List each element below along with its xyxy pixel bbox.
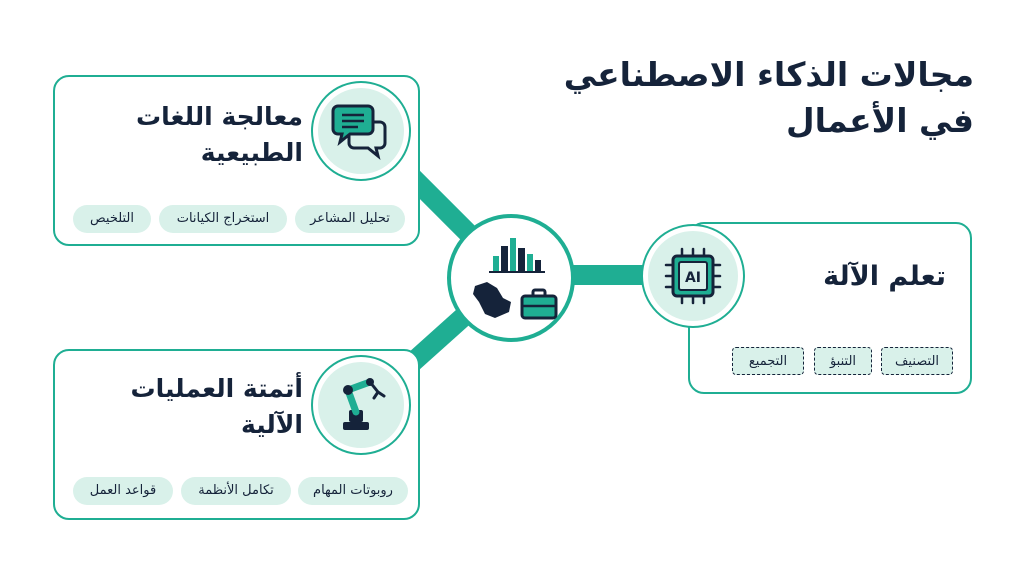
rpa-title-line1: أتمتة العمليات <box>130 374 303 403</box>
center-hub <box>447 214 575 342</box>
rpa-title: أتمتة العمليات الآلية <box>130 371 303 443</box>
page-title-line1: مجالات الذكاء الاصطناعي <box>563 55 974 94</box>
rpa-title-line2: الآلية <box>241 410 303 439</box>
nlp-title: معالجة اللغات الطبيعية <box>136 99 303 171</box>
ml-tag-prediction: التنبؤ <box>814 347 872 375</box>
briefcase-icon <box>520 288 558 320</box>
nlp-title-line1: معالجة اللغات <box>135 102 303 131</box>
page-title: مجالات الذكاء الاصطناعي في الأعمال <box>554 52 974 144</box>
ai-chip-label: AI <box>685 270 701 286</box>
ml-title: تعلم الآلة <box>823 261 946 292</box>
ml-tag-clustering: التجميع <box>732 347 804 375</box>
nlp-icon-circle <box>313 83 409 179</box>
page-title-line2: في الأعمال <box>785 101 974 140</box>
rpa-tag-integration: تكامل الأنظمة <box>181 477 291 505</box>
rpa-tag-task-bots: روبوتات المهام <box>298 477 408 505</box>
ml-tag-classification: التصنيف <box>881 347 953 375</box>
rpa-icon-circle <box>313 357 409 453</box>
chat-bubbles-icon <box>331 104 387 160</box>
ai-chip-icon: AI <box>664 247 722 305</box>
nlp-title-line2: الطبيعية <box>200 138 303 167</box>
robot-arm-icon <box>343 378 386 430</box>
nlp-tag-sentiment: تحليل المشاعر <box>295 205 405 233</box>
city-skyline-icon <box>489 238 545 273</box>
ml-icon-circle: AI <box>643 226 743 326</box>
arabian-peninsula-map-icon <box>473 282 511 318</box>
rpa-tag-rules: قواعد العمل <box>73 477 173 505</box>
nlp-tag-entities: استخراج الكيانات <box>159 205 287 233</box>
nlp-tag-summary: التلخيص <box>73 205 151 233</box>
